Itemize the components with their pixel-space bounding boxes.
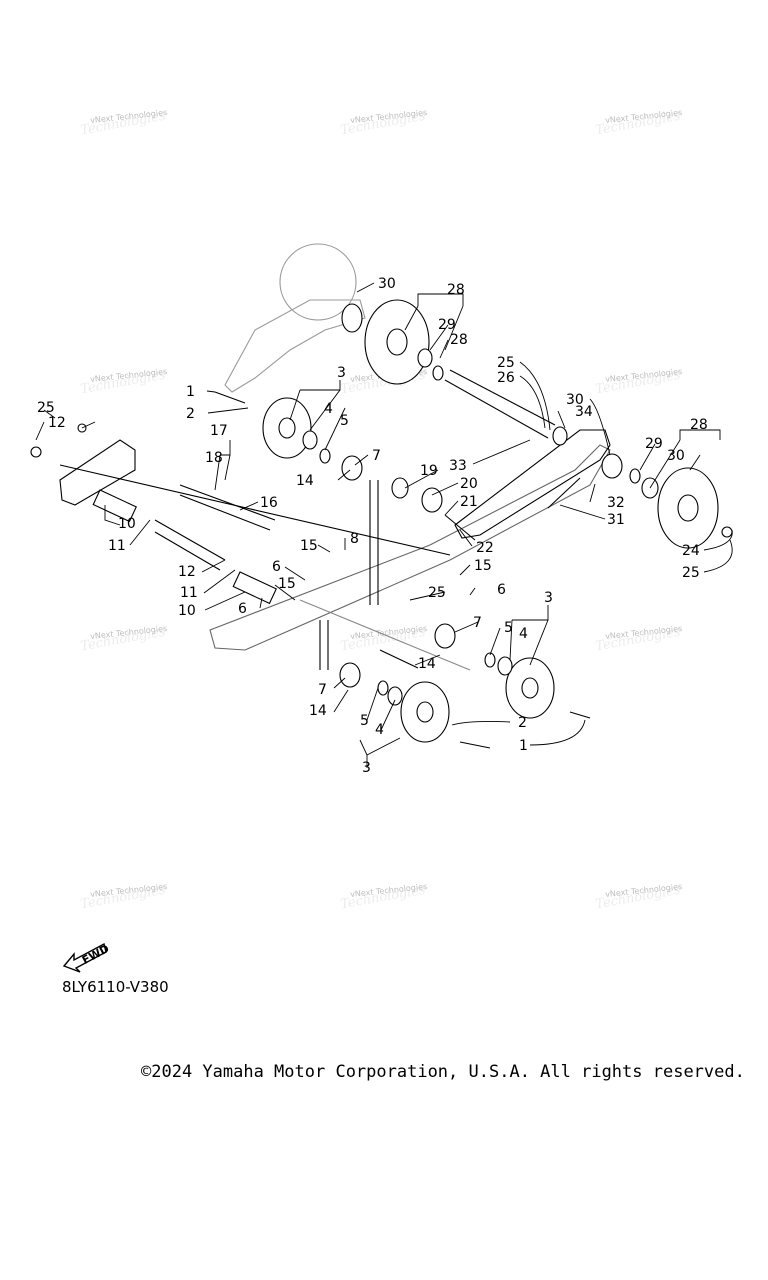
- callout: 12: [48, 415, 66, 431]
- callout: 15: [278, 576, 296, 592]
- callout: 30: [378, 276, 396, 292]
- callout: 6: [497, 582, 506, 598]
- wheel: [400, 681, 450, 743]
- fwd-arrow-icon: FWD: [62, 942, 112, 973]
- fwd-label: FWD: [80, 942, 112, 967]
- callout: 22: [476, 540, 494, 556]
- callout: 15: [300, 538, 318, 554]
- callout: 26: [497, 370, 515, 386]
- callout: 28: [450, 332, 468, 348]
- callout: 28: [447, 282, 465, 298]
- callout: 3: [362, 760, 371, 776]
- callout: 3: [544, 590, 553, 606]
- copyright-notice: ©2024 Yamaha Motor Corporation, U.S.A. A…: [141, 1062, 745, 1082]
- wheel: [262, 397, 312, 459]
- callout: 25: [37, 400, 55, 416]
- callout: 3: [337, 365, 346, 381]
- callout: 19: [420, 463, 438, 479]
- callout: 6: [272, 559, 281, 575]
- callouts: 30 28 29 28 25 26 30 34 28 29 30 33 32 3…: [37, 276, 708, 776]
- hub: [302, 303, 659, 706]
- bolt: [30, 391, 733, 749]
- right-rail: [454, 429, 611, 539]
- callout: 32: [607, 495, 625, 511]
- callout: 25: [428, 585, 446, 601]
- callout: 17: [210, 423, 228, 439]
- callout: 2: [518, 715, 527, 731]
- callout: 16: [260, 495, 278, 511]
- callout: 25: [682, 565, 700, 581]
- callout: 34: [575, 404, 593, 420]
- callout: 20: [460, 476, 478, 492]
- callout: 5: [340, 413, 349, 429]
- callout: 5: [504, 620, 513, 636]
- callout: 8: [350, 531, 359, 547]
- callout: 15: [474, 558, 492, 574]
- left-rail: [59, 439, 611, 651]
- callout: 2: [186, 406, 195, 422]
- callout: 14: [309, 703, 327, 719]
- callout: 28: [690, 417, 708, 433]
- callout: 7: [473, 615, 482, 631]
- callout: 4: [519, 626, 528, 642]
- callout: 29: [438, 317, 456, 333]
- callout: 14: [296, 473, 314, 489]
- center-arm: [299, 480, 471, 671]
- callout: 14: [418, 656, 436, 672]
- wheel: [505, 657, 555, 719]
- cross-shafts: [59, 369, 556, 605]
- callout: 5: [360, 713, 369, 729]
- callout: 18: [205, 450, 223, 466]
- callout: 29: [645, 436, 663, 452]
- diagram-code: 8LY6110-V380: [62, 978, 169, 996]
- callout: 30: [566, 392, 584, 408]
- callout: 7: [318, 682, 327, 698]
- leader-lines: [35, 282, 733, 768]
- wheel: [364, 299, 430, 385]
- callout: 1: [186, 384, 195, 400]
- callout: 24: [682, 543, 700, 559]
- callout: 4: [324, 401, 333, 417]
- callout: 10: [178, 603, 196, 619]
- callout: 7: [372, 448, 381, 464]
- callout: 6: [238, 601, 247, 617]
- callout: 11: [180, 585, 198, 601]
- callout: 1: [519, 738, 528, 754]
- callout: 30: [667, 448, 685, 464]
- callout: 12: [178, 564, 196, 580]
- callout: 11: [108, 538, 126, 554]
- callout: 10: [118, 516, 136, 532]
- callout: 25: [497, 355, 515, 371]
- callout: 33: [449, 458, 467, 474]
- callout: 31: [607, 512, 625, 528]
- wheel: [657, 467, 719, 549]
- callout: 21: [460, 494, 478, 510]
- callout: 4: [375, 722, 384, 738]
